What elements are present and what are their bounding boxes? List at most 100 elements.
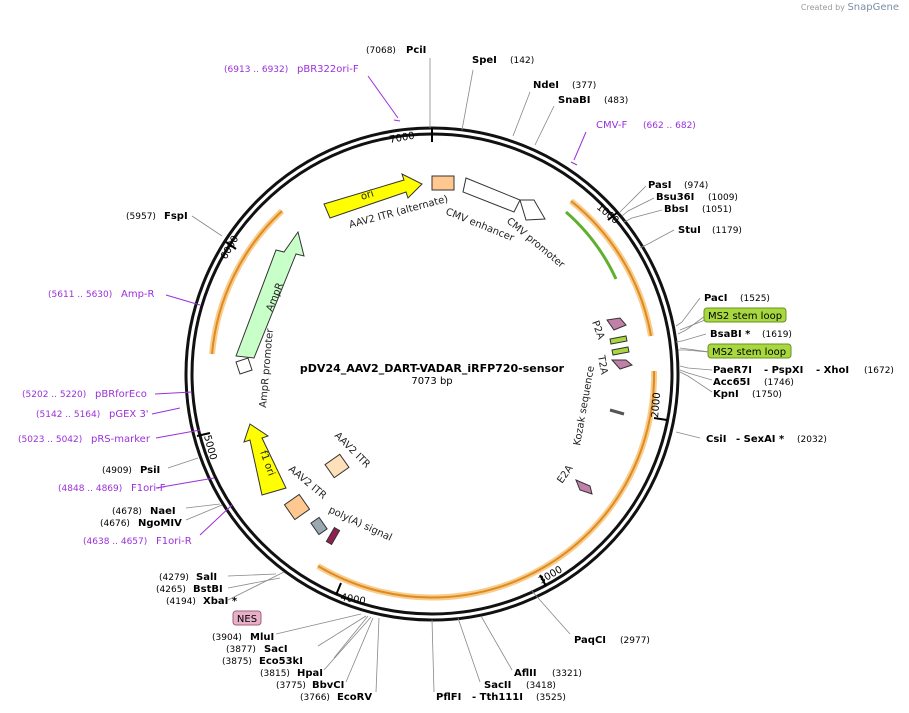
enzyme-pos: (3766) — [300, 693, 330, 703]
feature-label-cmv-enhancer: CMV enhancer — [444, 207, 516, 245]
primer-pos: (5023 .. 5042) — [18, 435, 82, 445]
enzyme-name: PsiI — [140, 465, 160, 476]
primer-name: pGEX 3' — [109, 409, 149, 420]
enzyme-pos: (1525) — [740, 294, 770, 304]
enzyme-pos: (3321) — [552, 669, 582, 679]
enzyme-name: FspI — [164, 211, 188, 222]
feature-label-t2a: T2A — [595, 354, 609, 376]
enzyme-name: PaeR7I — [713, 365, 752, 376]
primer-name: pBR322ori-F — [297, 64, 359, 75]
svg-text:MS2 stem loop: MS2 stem loop — [708, 311, 782, 322]
enzyme-name: Eco53kI — [259, 656, 303, 667]
enzyme-pos: (1619) — [762, 330, 792, 340]
enzyme-pos: (4678) — [112, 507, 142, 517]
enzyme-pos: (5957) — [126, 212, 156, 222]
cmv-enhancer-arrow — [462, 177, 521, 213]
enzyme-name: NaeI — [150, 506, 176, 517]
ori-arrow — [323, 173, 423, 219]
primer-pos: (5202 .. 5220) — [22, 390, 86, 400]
scale-ticks — [196, 128, 668, 596]
enzyme-name: PacI — [704, 293, 727, 304]
green-arc — [565, 210, 618, 280]
feature-label-kozak: Kozak sequence — [572, 365, 597, 446]
enzyme-pos: (2977) — [620, 636, 650, 646]
enzyme-pos: (3418) — [526, 681, 556, 691]
aav2-itr-box-2 — [283, 493, 311, 521]
svg-text:NES: NES — [237, 614, 257, 625]
enzyme-name: PaqCI — [574, 635, 606, 646]
snapgene-logo: SnapGene — [847, 2, 899, 13]
enzyme-name: StuI — [678, 225, 701, 236]
snapgene-brand: Created by SnapGene — [800, 2, 899, 13]
enzyme-name: PasI — [648, 180, 671, 191]
enzyme-pos: (3815) — [260, 669, 290, 679]
enzyme-name: Bsu36I — [656, 192, 694, 203]
ms2-mark-2 — [611, 346, 630, 356]
t2a-arrow — [610, 359, 634, 370]
enzyme-name: - PspXI — [764, 365, 803, 376]
enzyme-pos: (1746) — [764, 378, 794, 388]
enzyme-pos: (7068) — [366, 46, 396, 56]
tick-2000: 2000 — [650, 392, 663, 418]
plasmid-name: pDV24_AAV2_DART-VADAR_iRFP720-sensor — [300, 362, 565, 375]
orf-arcs — [209, 198, 658, 601]
primer-name: CMV-F — [596, 120, 627, 131]
primer-labels: (6913 .. 6932) pBR322ori-F CMV-F (662 ..… — [18, 64, 696, 547]
enzyme-pos: (1672) — [864, 366, 894, 376]
enzyme-pos: (377) — [572, 81, 596, 91]
enzyme-name: EcoRV — [337, 692, 372, 703]
enzyme-name: BbsI — [664, 204, 688, 215]
p2a-arrow — [606, 317, 627, 331]
enzyme-name: CsiI — [706, 434, 726, 445]
enzyme-name: BbvCI — [312, 680, 344, 691]
cmv-promoter-arrow — [519, 199, 546, 221]
kozak-mark — [609, 408, 625, 416]
ms2-box-1: MS2 stem loop — [703, 307, 787, 323]
enzyme-pos: (3877) — [226, 645, 256, 655]
nes-box: NES — [232, 610, 262, 626]
enzyme-name: Acc65I — [713, 377, 750, 388]
enzyme-labels: (7068) PciI SpeI (142) NdeI (377) SnaBI … — [100, 45, 894, 703]
enzyme-name: HpaI — [297, 668, 323, 679]
enzyme-name: SacII — [484, 680, 511, 691]
enzyme-pos: (4676) — [100, 519, 130, 529]
enzyme-name: XbaI * — [203, 596, 238, 607]
primer-name: pRS-marker — [91, 434, 151, 445]
enzyme-name: - XhoI — [816, 365, 849, 376]
enzyme-name: SacI — [264, 644, 288, 655]
primer-pos: (662 .. 682) — [643, 121, 696, 131]
primer-name: F1ori-F — [131, 483, 166, 494]
enzyme-pos: (1009) — [708, 193, 738, 203]
primer-pos: (5611 .. 5630) — [48, 290, 112, 300]
enzyme-pos: (1179) — [712, 226, 742, 236]
primer-pos: (4848 .. 4869) — [58, 484, 122, 494]
enzyme-pos: (4265) — [156, 585, 186, 595]
feature-label-e2a: E2A — [555, 463, 575, 485]
feature-label-polya: poly(A) signal — [327, 505, 394, 544]
enzyme-name: KpnI — [713, 389, 739, 400]
leader-lines — [167, 58, 713, 693]
enzyme-pos: (3904) — [212, 633, 242, 643]
enzyme-pos: (3875) — [222, 657, 252, 667]
enzyme-name: AflII — [514, 668, 537, 679]
primer-leaders — [151, 75, 587, 536]
feature-shapes — [235, 173, 634, 546]
feature-label-ori: ori — [360, 188, 376, 202]
enzyme-name: MluI — [250, 632, 274, 643]
primer-name: Amp-R — [121, 289, 155, 300]
svg-text:MS2 stem loop: MS2 stem loop — [712, 347, 786, 358]
enzyme-pos: (2032) — [797, 435, 827, 445]
primer-name: F1ori-R — [156, 536, 192, 547]
primer-pos: (6913 .. 6932) — [224, 65, 288, 75]
enzyme-pos: (974) — [684, 181, 708, 191]
feature-label-cmv-promoter: CMV promoter — [504, 216, 567, 271]
enzyme-pos: (3775) — [276, 681, 306, 691]
enzyme-pos: (483) — [604, 96, 628, 106]
primer-pos: (5142 .. 5164) — [36, 410, 100, 420]
enzyme-name: - SexAI * — [736, 434, 785, 445]
primer-pos: (4638 .. 4657) — [83, 537, 147, 547]
enzyme-name: SalI — [196, 572, 217, 583]
enzyme-name: BsaBI * — [710, 329, 751, 340]
plasmid-length: 7073 bp — [411, 376, 452, 387]
